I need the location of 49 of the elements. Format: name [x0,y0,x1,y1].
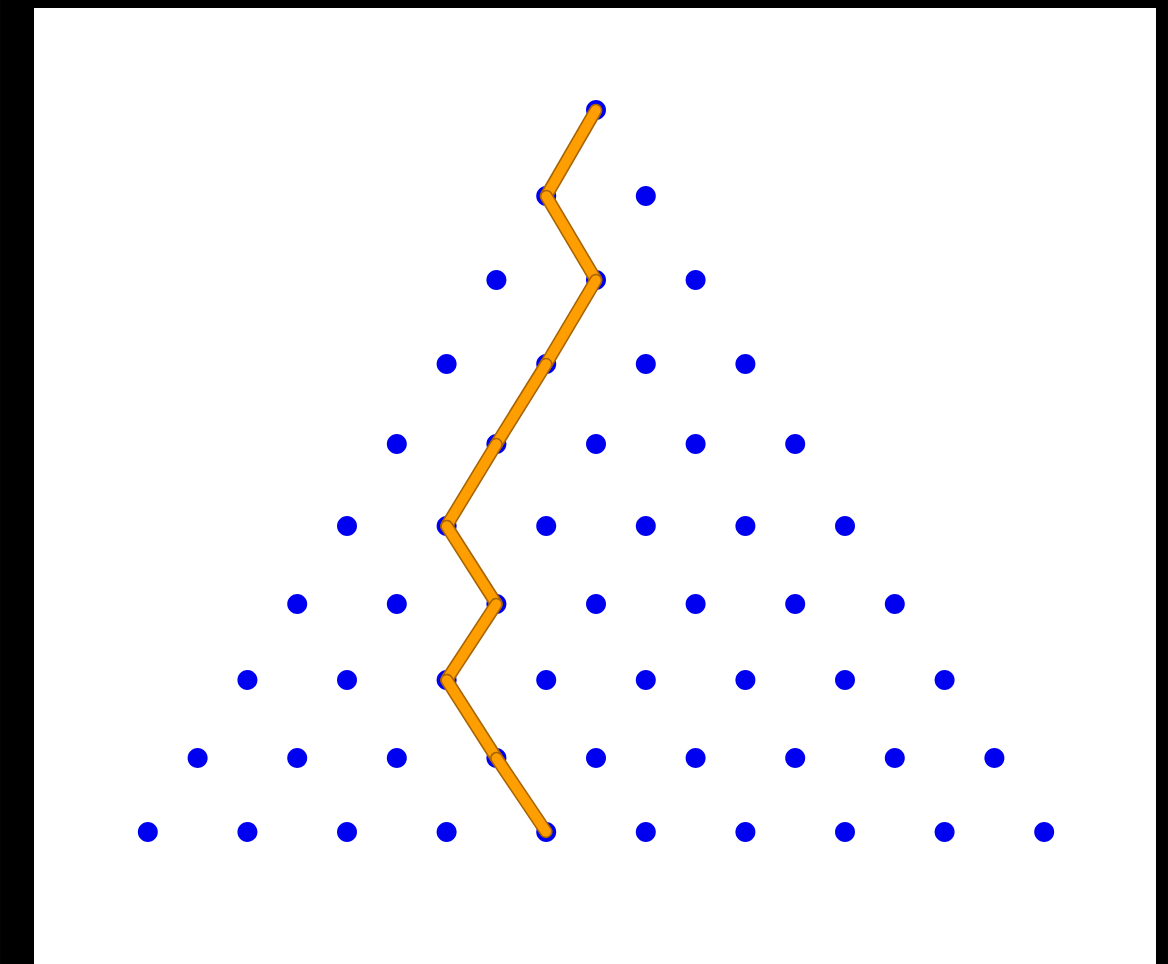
peg-dot [635,516,656,536]
peg-dot [1034,821,1055,842]
peg-dot [635,669,656,690]
peg-dot [586,747,606,768]
peg-dot [486,270,507,290]
peg-dot [386,434,407,454]
peg-dot [685,270,706,290]
peg-dot [934,821,955,842]
peg-dot [237,669,258,690]
peg-dot [984,747,1005,768]
peg-dot [635,821,656,842]
peg-dot [685,747,706,768]
peg-dot [635,354,656,374]
peg-dot [785,434,806,454]
peg-dot [586,434,606,454]
peg-dot [685,594,706,614]
peg-dot [337,516,357,536]
peg-dot [735,516,756,536]
peg-dot [187,747,208,768]
peg-dot [934,669,955,690]
peg-dot [386,747,407,768]
peg-dot [785,594,806,614]
path-segment [490,357,553,451]
peg-dot [635,186,656,206]
peg-dot [785,747,806,768]
path-segment [490,751,553,839]
peg-dot [436,821,457,842]
path-segment [539,273,603,371]
peg-dot [735,821,756,842]
peg-dot [586,594,606,614]
peg-dot [835,669,855,690]
peg-dot [735,354,756,374]
peg-dot [835,821,855,842]
peg-dot [735,669,756,690]
peg-dot [137,821,158,842]
peg-dot [884,594,905,614]
peg-dot [337,821,357,842]
peg-dot [287,747,308,768]
peg-dot [287,594,308,614]
peg-dot [386,594,407,614]
peg-dot [237,821,258,842]
path-segment [440,673,503,765]
peg-dot [536,516,557,536]
peg-dot [685,434,706,454]
peg-dot [835,516,855,536]
peg-dot [337,669,357,690]
peg-dot [436,354,457,374]
peg-dot [884,747,905,768]
peg-dot [536,669,557,690]
